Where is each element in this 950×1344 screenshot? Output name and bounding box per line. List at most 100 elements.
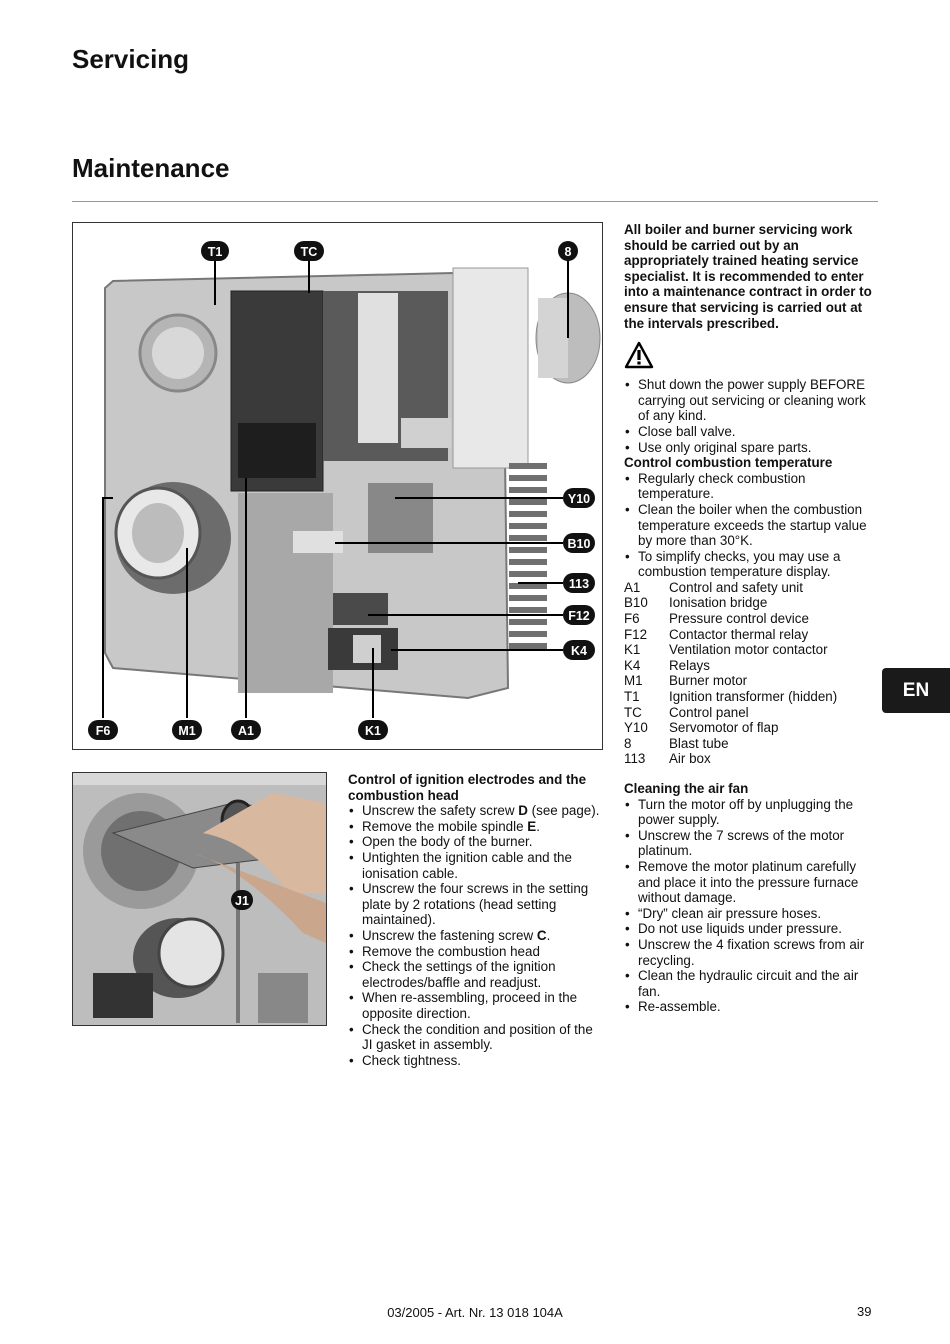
- step-text: Untighten the ignition cable and the ion…: [362, 849, 572, 881]
- legend-label: Ionisation bridge: [669, 595, 768, 611]
- footer-article-number: 03/2005 - Art. Nr. 13 018 104A: [387, 1305, 563, 1320]
- svg-text:M1: M1: [178, 724, 195, 738]
- callout-B10: B10: [563, 533, 595, 553]
- svg-text:F12: F12: [568, 609, 590, 623]
- legend-key: 8: [624, 735, 632, 751]
- ignition-step: Remove the combustion head: [348, 944, 600, 960]
- legend-key: T1: [624, 689, 640, 705]
- ignition-section: Control of ignition electrodes and the c…: [348, 772, 600, 1068]
- legend-key: A1: [624, 579, 641, 595]
- svg-text:Y10: Y10: [568, 492, 590, 506]
- legend-row: B10 Ionisation bridge: [624, 595, 880, 611]
- section-title: Servicing: [72, 44, 190, 74]
- legend-label: Ignition transformer (hidden): [669, 689, 838, 705]
- part-letter: E: [527, 818, 537, 834]
- callout-TC: TC: [294, 241, 324, 261]
- safety-item: Close ball valve.: [624, 424, 880, 440]
- callout-K1: K1: [358, 720, 388, 740]
- legend-key: M1: [624, 673, 643, 689]
- ignition-step: Check the condition and position of the …: [348, 1022, 600, 1053]
- page-number: 39: [857, 1304, 872, 1319]
- svg-text:8: 8: [565, 245, 572, 259]
- svg-text:B10: B10: [568, 537, 591, 551]
- legend-label: Relays: [669, 657, 710, 673]
- legend-label: Contactor thermal relay: [669, 626, 809, 642]
- step-text: Unscrew the fastening screw: [362, 927, 537, 943]
- fan-step: Unscrew the 7 screws of the motor platin…: [624, 828, 880, 859]
- legend-row: TC Control panel: [624, 705, 880, 721]
- fan-steps: Turn the motor off by unplugging the pow…: [624, 797, 880, 1015]
- callout-F12: F12: [563, 605, 595, 625]
- callout-J1: J1: [231, 890, 253, 910]
- burner-photo: T1 TC 8 Y10 B10 113 F12 K4: [72, 222, 603, 750]
- ignition-step: Check tightness.: [348, 1053, 600, 1069]
- ignition-step: Unscrew the four screws in the setting p…: [348, 881, 600, 928]
- svg-text:TC: TC: [301, 245, 318, 259]
- step-text: When re-assembling, proceed in the oppos…: [362, 990, 578, 1021]
- fan-step: Turn the motor off by unplugging the pow…: [624, 797, 880, 828]
- legend-label: Ventilation motor contactor: [669, 642, 828, 658]
- page-title: Maintenance: [72, 153, 230, 183]
- legend-row: K1 Ventilation motor contactor: [624, 642, 880, 658]
- ignition-step: Unscrew the fastening screw C.: [348, 928, 600, 944]
- legend-key: Y10: [624, 720, 648, 736]
- combustion-head-photo: J1: [72, 772, 327, 1026]
- callout-Y10: Y10: [563, 488, 595, 508]
- fan-step: Remove the motor platinum carefully and …: [624, 859, 880, 906]
- step-text: Check the condition and position of the …: [362, 1021, 593, 1053]
- callout-113: 113: [563, 573, 595, 593]
- legend-label: Control panel: [669, 704, 749, 720]
- intro-paragraph: All boiler and burner servicing work sho…: [624, 222, 872, 331]
- callout-8: 8: [558, 241, 578, 261]
- ignition-step: When re-assembling, proceed in the oppos…: [348, 990, 600, 1021]
- step-text: Remove the mobile spindle: [362, 818, 528, 834]
- fan-step: Unscrew the 4 fixation screws from air r…: [624, 937, 880, 968]
- ignition-step: Unscrew the safety screw D (see page).: [348, 803, 600, 819]
- part-letter: C: [536, 927, 547, 943]
- svg-text:F6: F6: [96, 724, 111, 738]
- legend-label: Servomotor of flap: [669, 720, 779, 736]
- step-text: Check tightness.: [362, 1052, 461, 1068]
- language-tab-en[interactable]: EN: [882, 668, 950, 713]
- ignition-step: Remove the mobile spindle E.: [348, 819, 600, 835]
- legend-row: K4 Relays: [624, 658, 880, 674]
- legend-row: 8 Blast tube: [624, 736, 880, 752]
- legend-label: Control and safety unit: [669, 579, 803, 595]
- svg-text:J1: J1: [235, 894, 249, 908]
- legend-key: K1: [624, 642, 641, 658]
- legend-key: B10: [624, 595, 648, 611]
- legend-row: A1 Control and safety unit: [624, 580, 880, 596]
- step-text: Check the settings of the ignition elect…: [362, 959, 556, 990]
- step-text: Open the body of the burner.: [362, 834, 533, 850]
- legend-label: Pressure control device: [669, 611, 809, 627]
- ignition-steps: Unscrew the safety screw D (see page).Re…: [348, 803, 600, 1068]
- step-text: .: [546, 927, 551, 943]
- ignition-heading: Control of ignition electrodes and the c…: [348, 772, 587, 803]
- legend-label: Blast tube: [669, 735, 729, 751]
- safety-list: Shut down the power supply BEFORE carryi…: [624, 377, 880, 455]
- step-text: Unscrew the safety screw: [362, 803, 519, 819]
- legend-key: F12: [624, 626, 648, 642]
- legend-key: TC: [624, 704, 642, 720]
- legend-key: K4: [624, 657, 641, 673]
- callout-T1: T1: [201, 241, 229, 261]
- step-text: .: [536, 818, 540, 834]
- legend-row: F12 Contactor thermal relay: [624, 627, 880, 643]
- svg-text:A1: A1: [238, 724, 254, 738]
- ignition-step: Untighten the ignition cable and the ion…: [348, 850, 600, 881]
- fan-step: Do not use liquids under pressure.: [624, 921, 880, 937]
- svg-text:T1: T1: [208, 245, 223, 259]
- svg-text:K4: K4: [571, 644, 587, 658]
- combustion-item: To simplify checks, you may use a combus…: [624, 549, 880, 580]
- callout-M1: M1: [172, 720, 202, 740]
- part-letter: D: [518, 803, 528, 819]
- svg-text:K1: K1: [365, 724, 381, 738]
- step-text: Remove the combustion head: [362, 943, 540, 959]
- safety-item: Shut down the power supply BEFORE carryi…: [624, 377, 880, 424]
- combustion-list: Regularly check combustion temperature. …: [624, 471, 880, 580]
- fan-step: Clean the hydraulic circuit and the air …: [624, 968, 880, 999]
- fan-heading: Cleaning the air fan: [624, 781, 749, 796]
- combustion-item: Clean the boiler when the combustion tem…: [624, 502, 880, 549]
